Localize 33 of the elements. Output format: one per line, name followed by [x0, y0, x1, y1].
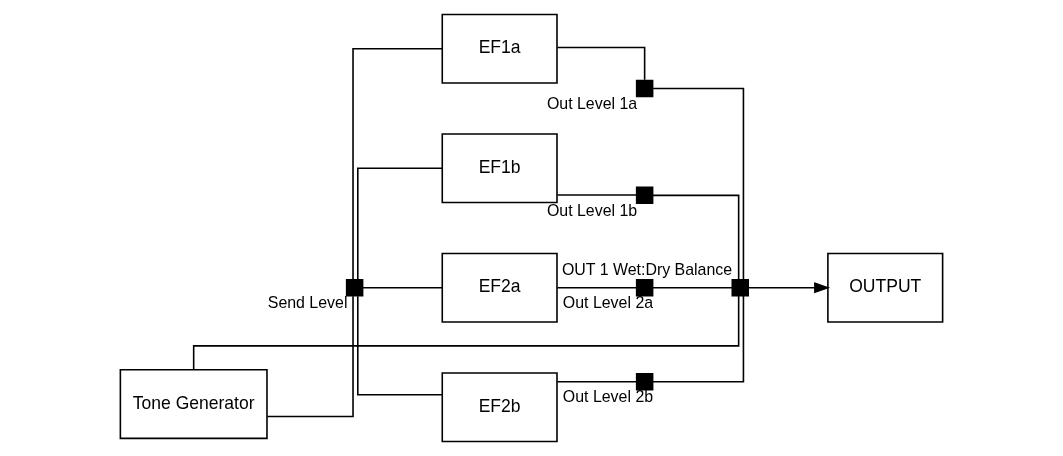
- node-box: [635, 279, 654, 297]
- connector: [192, 295, 740, 371]
- node-box: EF1b: [441, 133, 558, 204]
- connector: [651, 194, 740, 281]
- connector: [652, 286, 733, 289]
- connector: [652, 87, 745, 281]
- node-box: [345, 279, 364, 297]
- node-box: EF2a: [441, 252, 558, 323]
- node-label: OUT 1 Wet:Dry Balance: [561, 261, 733, 279]
- node-label: Out Level 1b: [546, 202, 638, 220]
- connector: [352, 47, 443, 281]
- connector: [556, 46, 646, 81]
- node-box: EF1a: [441, 13, 558, 84]
- node-box: EF2b: [441, 372, 558, 443]
- node-box: Tone Generator: [119, 369, 268, 440]
- node-box: [635, 186, 654, 205]
- node-label: Out Level 2a: [562, 294, 654, 312]
- connector: [362, 286, 443, 289]
- connector: [556, 380, 637, 383]
- node-label: Out Level 2b: [562, 388, 654, 406]
- connector: [652, 294, 745, 383]
- connector: [556, 286, 637, 289]
- node-box: [731, 279, 749, 297]
- arrow: [747, 282, 831, 294]
- node-label: Send Level: [267, 294, 348, 312]
- connector: [556, 194, 637, 196]
- node-box: [635, 373, 654, 391]
- connector: [357, 295, 443, 396]
- node-box: [635, 79, 654, 98]
- node-box: OUTPUT: [827, 252, 944, 323]
- connector: [266, 295, 354, 418]
- node-label: Out Level 1a: [546, 95, 638, 113]
- connector: [357, 167, 443, 280]
